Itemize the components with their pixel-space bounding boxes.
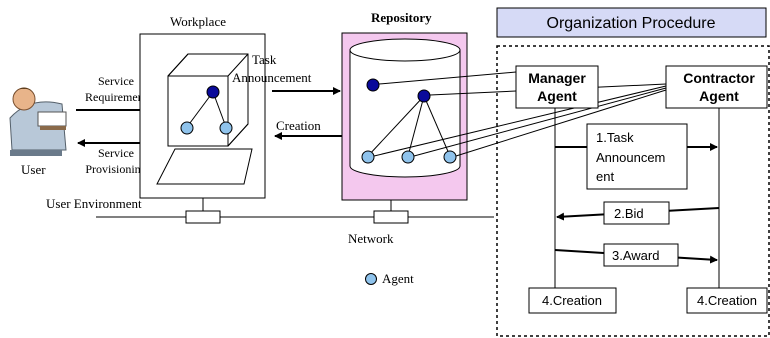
laptop-keyboard [156, 148, 253, 185]
task-announcement-label-line2: Announcement [232, 70, 312, 85]
legend-agent-label: Agent [382, 271, 414, 286]
repository-agent-node-top [366, 78, 380, 92]
contractor-agent-label-line1: Contractor [683, 70, 755, 86]
msg-bid-box [603, 201, 670, 225]
creation-box-left [528, 287, 617, 314]
connector-middle-contractor [413, 87, 667, 157]
creation-label: Creation [276, 118, 321, 133]
service-provisioning-label-line1: Service [98, 146, 134, 160]
organization-procedure-frame [496, 45, 770, 337]
workplace-title: Workplace [170, 14, 226, 29]
user-label: User [21, 162, 46, 177]
service-requirement-label-line1: Service [98, 74, 134, 88]
repository-agent-node-right [443, 150, 457, 164]
workplace-agent-node-right [219, 121, 233, 135]
service-provisioning-label-line2: Provisioning [85, 162, 146, 176]
msg-task-announcement-line3: ent [596, 169, 614, 184]
workplace-agent-node-dark [206, 85, 220, 99]
user-figure [9, 87, 67, 156]
creation-box-right [686, 287, 768, 314]
contractor-agent-box [665, 65, 768, 109]
msg-bid-label: 2.Bid [614, 206, 644, 221]
repository-agent-node-left [361, 150, 375, 164]
creation-label-right: 4.Creation [697, 293, 757, 308]
msg-task-announcement-box [586, 123, 688, 190]
connector-top-manager [378, 71, 517, 85]
workplace-network-connector [185, 210, 221, 224]
workplace-cube [167, 53, 249, 147]
msg-task-announcement-line2: Announcem [596, 150, 665, 165]
legend-agent-icon [365, 273, 377, 285]
workplace-agent-node-left [180, 121, 194, 135]
network-label: Network [348, 231, 394, 246]
repo-edge-3 [423, 95, 451, 157]
manager-agent-label-line2: Agent [537, 88, 577, 104]
manager-agent-box [515, 65, 599, 109]
organization-procedure-title: Organization Procedure [547, 15, 716, 32]
msg-award-box [603, 243, 679, 267]
repo-edge-2 [407, 95, 425, 157]
repo-edge-1 [367, 95, 425, 157]
msg-award-label: 3.Award [612, 248, 659, 263]
connector-right-contractor [455, 89, 667, 157]
task-announcement-label-line1: Task [252, 52, 277, 67]
contractor-agent-label-line2: Agent [699, 88, 739, 104]
connector-left-contractor [373, 85, 667, 157]
repository-title: Repository [371, 10, 432, 25]
repository-network-connector [373, 210, 409, 224]
service-requirement-label-line2: Requirement [85, 90, 148, 104]
creation-label-left: 4.Creation [542, 293, 602, 308]
organization-procedure-header [496, 7, 767, 38]
msg-task-announcement-line1: 1.Task [596, 130, 634, 145]
manager-agent-label-line1: Manager [528, 70, 586, 86]
repository-agent-node-middle [401, 150, 415, 164]
user-environment-label: User Environment [46, 196, 142, 211]
repository-agent-node-parent [417, 89, 431, 103]
